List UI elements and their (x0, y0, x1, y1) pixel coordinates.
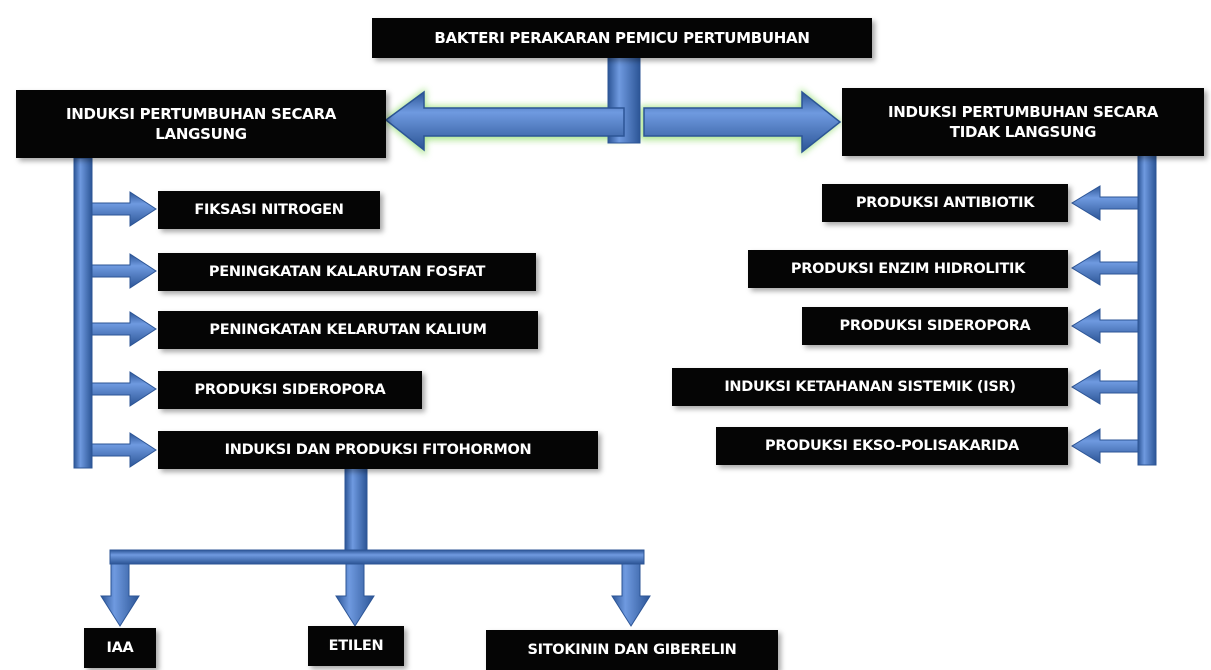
indirect-item-1: PRODUKSI ANTIBIOTIK (822, 184, 1068, 222)
arrow-indirect-3 (1071, 308, 1139, 344)
indirect-item-2: PRODUKSI ENZIM HIDROLITIK (748, 250, 1068, 288)
indirect-item-4: INDUKSI KETAHANAN SISTEMIK (ISR) (672, 368, 1068, 406)
arrow-indirect-4 (1071, 369, 1139, 405)
direct-node: INDUKSI PERTUMBUHAN SECARA LANGSUNG (16, 90, 386, 158)
fitohormon-stem (344, 465, 368, 555)
direct-item-1: FIKSASI NITROGEN (158, 191, 380, 229)
root-node: BAKTERI PERAKARAN PEMICU PERTUMBUHAN (372, 18, 872, 58)
arrow-indirect-1 (1071, 185, 1139, 221)
indirect-item-5: PRODUKSI EKSO-POLISAKARIDA (716, 427, 1068, 465)
arrow-direct-4 (91, 371, 157, 407)
direct-item-2: PENINGKATAN KALARUTAN FOSFAT (158, 253, 536, 291)
arrow-direct-2 (91, 253, 157, 289)
direct-item-5: INDUKSI DAN PRODUKSI FITOHORMON (158, 431, 598, 469)
indirect-item-3: PRODUKSI SIDEROPORA (802, 307, 1068, 345)
indirect-node: INDUKSI PERTUMBUHAN SECARA TIDAK LANGSUN… (842, 88, 1204, 156)
direct-item-4: PRODUKSI SIDEROPORA (158, 371, 422, 409)
arrow-indirect-5 (1071, 428, 1139, 464)
direct-spine (73, 157, 93, 469)
arrow-to-indirect (643, 90, 842, 154)
leaf-sitokinin-giberelin: SITOKININ DAN GIBERELIN (486, 630, 778, 670)
direct-item-3: PENINGKATAN KELARUTAN KALIUM (158, 311, 538, 349)
arrow-direct-3 (91, 311, 157, 347)
arrow-direct-5 (91, 432, 157, 468)
arrow-iaa (100, 563, 140, 627)
arrow-etilen (335, 563, 375, 627)
leaf-etilen: ETILEN (308, 626, 404, 666)
indirect-item-arrows (1071, 185, 1139, 464)
fitohormon-arrows (100, 563, 651, 627)
arrow-direct-1 (91, 191, 157, 227)
arrow-to-direct (384, 90, 625, 152)
direct-item-arrows (91, 191, 157, 468)
indirect-spine (1137, 154, 1157, 466)
arrow-sitokinin (611, 563, 651, 627)
leaf-iaa: IAA (84, 628, 156, 668)
fitohormon-bar (109, 549, 645, 565)
arrow-indirect-2 (1071, 250, 1139, 286)
